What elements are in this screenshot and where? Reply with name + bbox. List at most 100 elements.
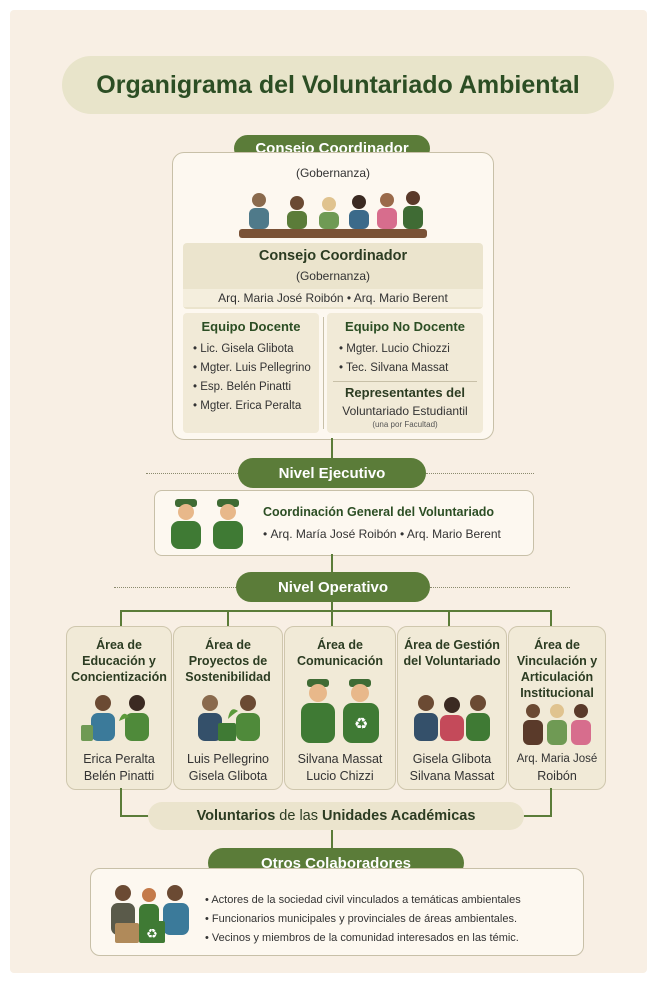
person-icon — [287, 196, 307, 229]
nivel-ejecutivo-pill: Nivel Ejecutivo — [238, 458, 426, 488]
area-title: Área de Vinculación y Articulación Insti… — [516, 638, 598, 700]
list-item: Mgter. Luis Pellegrino — [193, 359, 311, 378]
divider — [323, 317, 324, 429]
recycle-bin-icon — [139, 921, 165, 943]
list-item: Lic. Gisela Glibota — [193, 340, 311, 359]
dotted-divider — [114, 587, 236, 588]
connector-line — [550, 788, 552, 817]
connector-line — [448, 610, 450, 626]
consejo-header-sub: (Gobernanza) — [295, 166, 371, 180]
dotted-divider — [146, 473, 240, 474]
recycle-bin-icon — [218, 723, 236, 741]
dotted-divider — [430, 587, 570, 588]
connector-line — [120, 610, 550, 612]
area-names: Luis Pellegrino Gisela Glibota — [174, 751, 282, 785]
recycle-icon: ♻ — [354, 714, 368, 733]
ejecutivo-members-row: • Arq. María José Roibón • Arq. Mario Be… — [263, 527, 501, 541]
communication-illustration: ♻ — [301, 679, 379, 743]
consejo-inner-box: Consejo Coordinador (Gobernanza) Arq. Ma… — [183, 243, 483, 309]
connector-line — [331, 830, 333, 852]
meeting-illustration — [239, 191, 427, 238]
representantes-note: (una por Facultad) — [372, 420, 438, 429]
plant-icon — [119, 713, 129, 721]
area-name: Roibón — [537, 769, 577, 783]
area-card-gestion: Área de Gestión del Voluntariado Gisela … — [397, 626, 507, 790]
management-illustration — [414, 695, 490, 741]
list-item: Funcionarios municipales y provinciales … — [205, 910, 521, 929]
area-title: Área de Comunicación — [296, 638, 384, 668]
connector-line — [120, 788, 122, 817]
equipo-no-docente-box: Equipo No Docente Mgter. Lucio Chiozzi T… — [327, 313, 483, 433]
otros-card: ♻ Actores de la sociedad civil vinculado… — [90, 868, 584, 956]
box-icon — [115, 923, 139, 943]
equipo-no-docente-title: Equipo No Docente — [345, 319, 465, 334]
area-title: Área de Gestión del Voluntariado — [403, 638, 501, 668]
representantes-title: Representantes del — [345, 385, 465, 400]
connector-line — [331, 602, 333, 612]
person-icon — [249, 193, 269, 229]
institutional-illustration — [523, 704, 591, 745]
page-title: Organigrama del Voluntariado Ambiental — [62, 56, 614, 114]
person-icon — [319, 197, 339, 229]
area-names: Erica Peralta Belén Pinatti — [67, 751, 171, 785]
connector-line — [331, 554, 333, 574]
person-icon — [349, 195, 369, 229]
equipo-no-docente-list: Mgter. Lucio Chiozzi Tec. Silvana Massat — [339, 340, 450, 378]
equipo-docente-box: Equipo Docente Lic. Gisela Glibota Mgter… — [183, 313, 319, 433]
ejecutivo-card: Coordinación General del Voluntariado • … — [154, 490, 534, 556]
equipo-docente-list: Lic. Gisela Glibota Mgter. Luis Pellegri… — [193, 340, 311, 416]
area-names: Arq. Maria José Roibón — [509, 751, 605, 785]
person-icon — [301, 679, 335, 743]
list-item: Esp. Belén Pinatti — [193, 378, 311, 397]
area-name: Silvana Massat — [297, 752, 383, 766]
area-names: Silvana Massat Lucio Chizzi — [285, 751, 395, 785]
area-name: Lucio Chizzi — [306, 769, 374, 783]
voluntarios-part3: Unidades Académicas — [322, 808, 476, 824]
area-card-comunicacion: Área de Comunicación ♻ Silvana Massat Lu… — [284, 626, 396, 790]
page-background: Organigrama del Voluntariado Ambiental C… — [10, 10, 647, 973]
voluntarios-part2: de las — [275, 808, 323, 824]
ejecutivo-title: Coordinación General del Voluntariado — [263, 505, 495, 519]
nivel-operativo-pill: Nivel Operativo — [236, 572, 430, 602]
area-name: Luis Pellegrino — [187, 752, 269, 766]
list-item: Mgter. Erica Peralta — [193, 397, 311, 416]
divider — [333, 381, 477, 382]
person-icon — [171, 499, 201, 549]
area-name: Erica Peralta — [83, 752, 155, 766]
connector-line — [120, 815, 150, 817]
sustainability-illustration — [198, 695, 260, 741]
area-card-vinculacion: Área de Vinculación y Articulación Insti… — [508, 626, 606, 790]
person-icon: ♻ — [343, 679, 379, 743]
equipo-docente-title: Equipo Docente — [201, 319, 301, 334]
person-icon — [213, 499, 243, 549]
area-title: Área de Proyectos de Sostenibilidad — [185, 638, 271, 684]
recycle-icon: ♻ — [146, 927, 158, 942]
coordinators-illustration — [171, 499, 243, 549]
consejo-inner-sub: (Gobernanza) — [295, 269, 371, 283]
connector-line — [120, 610, 122, 626]
teaching-illustration — [81, 695, 149, 741]
bullet: • — [263, 527, 271, 541]
plant-icon — [228, 709, 238, 719]
collaborators-illustration: ♻ — [111, 885, 189, 943]
area-title: Área de Educación y Concientización — [71, 638, 167, 684]
voluntarios-pill: Voluntarios de las Unidades Académicas — [148, 802, 524, 830]
recycle-bin-icon — [81, 725, 93, 741]
area-names: Gisela Glibota Silvana Massat — [398, 751, 506, 785]
area-name: Belén Pinatti — [83, 769, 155, 783]
ejecutivo-members: Arq. María José Roibón • Arq. Mario Bere… — [270, 527, 501, 541]
area-name: Gisela Glibota — [412, 752, 492, 766]
connector-line — [522, 815, 552, 817]
connector-line — [550, 610, 552, 626]
area-name: Gisela Glibota — [188, 769, 268, 783]
area-card-educacion: Área de Educación y Concientización Eric… — [66, 626, 172, 790]
list-item: Actores de la sociedad civil vinculados … — [205, 891, 520, 910]
consejo-inner-title: Consejo Coordinador — [258, 248, 408, 264]
consejo-members: Arq. Maria José Roibón • Arq. Mario Bere… — [183, 289, 483, 307]
otros-list: Actores de la sociedad civil vinculados … — [205, 891, 521, 948]
voluntarios-part1: Voluntarios — [196, 808, 276, 824]
area-name: Arq. Maria José — [516, 753, 598, 765]
list-item: Tec. Silvana Massat — [339, 359, 450, 378]
representantes-sub: Voluntariado Estudiantil — [342, 404, 468, 418]
consejo-card: (Gobernanza) Consejo C — [172, 152, 494, 440]
